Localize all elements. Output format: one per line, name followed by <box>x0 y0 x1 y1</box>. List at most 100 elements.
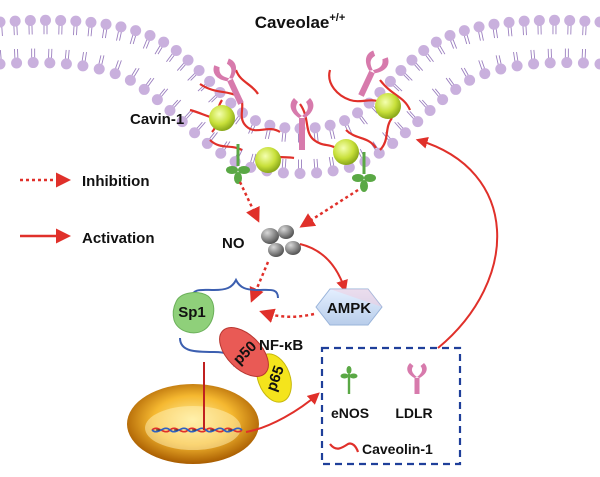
expression-to-caveolae-activation-arrow <box>418 140 497 348</box>
lipid-head <box>385 76 396 87</box>
lipid-head <box>595 59 600 70</box>
lipid-head <box>204 76 215 87</box>
lipid-head <box>202 138 213 149</box>
lipid-head <box>519 16 530 27</box>
nfkb-label: NF-κB <box>259 337 303 354</box>
cavin-sphere <box>375 93 401 119</box>
lipid-head <box>0 59 6 70</box>
lipid-head <box>459 25 470 36</box>
lipid-head <box>310 122 321 133</box>
lipid-head <box>295 168 306 179</box>
cavin-sphere <box>255 147 281 173</box>
lipid-head <box>125 75 136 86</box>
lipid-head <box>412 116 423 127</box>
lipid-head <box>110 68 121 79</box>
cavin-1-label: Cavin-1 <box>130 111 184 128</box>
lipid-head <box>171 45 182 56</box>
no-label: NO <box>222 235 245 252</box>
caveolae-title: Caveolae+/+ <box>255 12 346 32</box>
no-to-transcription-inhibition-arrow <box>252 262 268 300</box>
ampk-to-transcription-inhibition-arrow <box>262 312 314 317</box>
lipid-head <box>437 94 448 105</box>
caveolin-1-label: Caveolin-1 <box>362 441 433 457</box>
lipid-head <box>450 84 461 95</box>
lipid-head <box>44 57 55 68</box>
lipid-head <box>595 17 600 28</box>
lipid-head <box>418 45 429 56</box>
lipid-head <box>495 63 506 74</box>
lipid-head <box>130 25 141 36</box>
lipid-head <box>534 15 545 26</box>
activation-legend-label: Activation <box>82 230 155 247</box>
sp1-factor: Sp1 <box>173 293 214 333</box>
lipid-head <box>183 55 194 66</box>
lipid-head <box>464 75 475 86</box>
cavin-sphere <box>209 105 235 131</box>
lipid-head <box>11 57 22 68</box>
legend: Inhibition Activation <box>20 173 155 247</box>
ampk-label: AMPK <box>327 300 371 317</box>
lipid-head <box>278 167 289 178</box>
lipid-head <box>77 60 88 71</box>
lipid-head <box>400 127 411 138</box>
lipid-head <box>564 15 575 26</box>
cavin-sphere <box>333 139 359 165</box>
inhibition-legend-label: Inhibition <box>82 173 149 190</box>
lipid-head <box>549 15 560 26</box>
nitric-oxide-cluster <box>261 225 301 257</box>
lipid-head <box>579 16 590 27</box>
lipid-head <box>40 15 51 26</box>
lipid-head <box>189 127 200 138</box>
nucleus <box>127 384 259 464</box>
lipid-head <box>311 167 322 178</box>
lipid-head <box>431 37 442 48</box>
lipid-head <box>139 84 150 95</box>
lipid-head <box>0 17 6 28</box>
lipid-head <box>215 148 226 159</box>
lipid-head <box>578 57 589 68</box>
lipid-head <box>374 148 385 159</box>
lipid-head <box>444 30 455 41</box>
lipid-head <box>488 19 499 30</box>
lipid-head <box>387 138 398 149</box>
caveolin-icon <box>330 443 358 452</box>
ldlr-icon <box>407 363 427 394</box>
lipid-head <box>28 57 39 68</box>
lipid-head <box>512 60 523 71</box>
lipid-head <box>395 65 406 76</box>
lipid-head <box>528 58 539 69</box>
enos-to-no-inhibition-arrow-right <box>302 190 358 226</box>
lipid-head <box>325 120 336 131</box>
lipid-head <box>25 15 36 26</box>
lipid-head <box>406 55 417 66</box>
lipid-head <box>479 68 490 79</box>
lipid-head <box>101 19 112 30</box>
lipid-head <box>561 57 572 68</box>
no-particle <box>261 228 279 244</box>
lipid-head <box>85 17 96 28</box>
lipid-head <box>70 16 81 27</box>
lipid-head <box>115 21 126 32</box>
enos-label: eNOS <box>331 405 369 421</box>
enos-to-no-inhibition-arrow-left <box>240 182 258 220</box>
lipid-head <box>474 21 485 32</box>
lipid-head <box>352 107 363 118</box>
no-particle <box>268 243 284 257</box>
ldlr-label: LDLR <box>395 405 432 421</box>
lipid-head <box>425 105 436 116</box>
sp1-label: Sp1 <box>178 304 206 321</box>
lipid-head <box>158 37 169 48</box>
lipid-head <box>250 115 261 126</box>
lipid-head <box>145 30 156 41</box>
lipid-head <box>55 15 66 26</box>
lipid-head <box>279 122 290 133</box>
lipid-head <box>152 94 163 105</box>
lipid-head <box>504 17 515 28</box>
lipid-head <box>10 16 21 27</box>
no-particle <box>285 241 301 255</box>
lipid-head <box>194 65 205 76</box>
lipid-head <box>61 58 72 69</box>
lipid-head <box>94 63 105 74</box>
